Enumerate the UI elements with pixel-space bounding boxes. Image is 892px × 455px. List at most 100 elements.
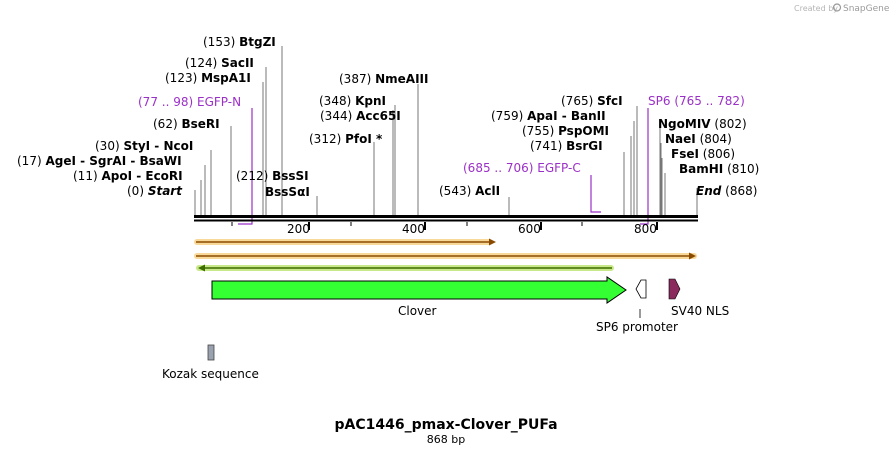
ruler-tick-200: 200 — [287, 222, 310, 236]
site-name: StyI - NcoI — [123, 139, 193, 153]
site-position: (765 .. 782) — [671, 94, 745, 108]
created-by-label: Created by — [794, 4, 838, 13]
site-position: (806) — [699, 147, 735, 161]
site-position: (810) — [723, 162, 759, 176]
site-label-17[interactable]: (741) BsrGI — [530, 139, 603, 153]
ruler-tick-400: 400 — [402, 222, 425, 236]
site-name: AgeI - SgrAI - BsaWI — [45, 154, 181, 168]
site-label-16[interactable]: (685 .. 706) EGFP-C — [463, 161, 581, 175]
site-label-2[interactable]: (17) AgeI - SgrAI - BsaWI — [17, 154, 182, 168]
site-name: BamHI — [679, 162, 723, 176]
site-position: (312) — [309, 132, 345, 146]
primer-binding-markers — [238, 108, 649, 225]
kozak-sequence-label: Kozak sequence — [162, 367, 259, 381]
site-label-20[interactable]: (765) SfcI — [561, 94, 623, 108]
site-name: NmeAIII — [375, 72, 428, 86]
site-name: PspOMI — [558, 124, 609, 138]
site-label-21[interactable]: SP6 (765 .. 782) — [648, 94, 745, 108]
site-label-5[interactable]: (77 .. 98) EGFP-N — [138, 95, 241, 109]
site-label-14[interactable]: (387) NmeAIII — [339, 72, 428, 86]
site-position: (387) — [339, 72, 375, 86]
site-label-1[interactable]: (11) ApoI - EcoRI — [73, 169, 183, 183]
site-name: EGFP-N — [197, 95, 241, 109]
site-name: BseRI — [181, 117, 219, 131]
primer-arrow-forward-1[interactable] — [194, 238, 496, 246]
site-name: BsrGI — [566, 139, 603, 153]
site-leader-lines — [194, 46, 698, 215]
site-label-22[interactable]: NgoMIV (802) — [658, 117, 747, 131]
site-label-8[interactable]: (153) BtgZI — [203, 35, 276, 49]
site-name: EGFP-C — [537, 161, 580, 175]
site-position: (153) — [203, 35, 239, 49]
site-position: (802) — [711, 117, 747, 131]
site-position: (804) — [696, 132, 732, 146]
site-position: (17) — [17, 154, 45, 168]
site-name: Start — [148, 184, 183, 198]
site-position: (348) — [319, 94, 355, 108]
snapgene-logo-icon — [832, 3, 842, 12]
backbone-bottom-strand — [194, 219, 698, 222]
site-name: ApaI - BanII — [527, 109, 606, 123]
ruler-tick-600: 600 — [518, 222, 541, 236]
primer-arrow-forward-2[interactable] — [194, 252, 697, 260]
site-name: ApoI - EcoRI — [101, 169, 182, 183]
sv40-nls-arrow[interactable] — [668, 278, 681, 300]
site-label-11[interactable]: (312) PfoI * — [309, 132, 383, 146]
site-position: (77 .. 98) — [138, 95, 197, 109]
site-name: FseI — [671, 147, 699, 161]
site-name: AclI — [475, 184, 500, 198]
site-label-0[interactable]: (0) Start — [127, 184, 183, 198]
site-label-24[interactable]: FseI (806) — [671, 147, 735, 161]
site-label-7[interactable]: (124) SacII — [185, 56, 254, 70]
site-position: (755) — [522, 124, 558, 138]
site-position: (759) — [491, 109, 527, 123]
site-label-6[interactable]: (123) MspA1I — [165, 71, 251, 85]
site-name: SacII — [221, 56, 254, 70]
site-position: (0) — [127, 184, 148, 198]
site-position: (868) — [721, 184, 757, 198]
site-name: BssSI — [272, 169, 309, 183]
site-label-9[interactable]: (212) BssSI — [236, 169, 309, 183]
site-name: Acc65I — [356, 109, 401, 123]
site-name: End — [696, 184, 722, 198]
site-name: NgoMIV — [658, 117, 711, 131]
site-position: (11) — [73, 169, 101, 183]
plasmid-name: pAC1446_pmax-Clover_PUFa — [334, 417, 557, 433]
site-name: SP6 — [648, 94, 671, 108]
sv40-nls-label: SV40 NLS — [671, 304, 729, 318]
site-name: MspA1I — [201, 71, 251, 85]
site-position: (344) — [320, 109, 356, 123]
kozak-sequence-box[interactable] — [207, 344, 215, 361]
site-name: PfoI * — [345, 132, 383, 146]
snapgene-brand: SnapGene — [843, 4, 890, 14]
site-label-26[interactable]: End (868) — [696, 184, 757, 198]
site-position: (741) — [530, 139, 566, 153]
site-position: (685 .. 706) — [463, 161, 537, 175]
site-label-23[interactable]: NaeI (804) — [665, 132, 732, 146]
site-name: BtgZI — [239, 35, 276, 49]
site-position: (123) — [165, 71, 201, 85]
site-label-25[interactable]: BamHI (810) — [679, 162, 759, 176]
sp6-promoter-arrow[interactable] — [635, 279, 647, 299]
site-name: SfcI — [597, 94, 622, 108]
site-label-4[interactable]: (62) BseRI — [153, 117, 220, 131]
primer-arrow-reverse[interactable] — [196, 264, 614, 272]
site-label-15[interactable]: (543) AclI — [439, 184, 500, 198]
site-position: (212) — [236, 169, 272, 183]
site-label-19[interactable]: (759) ApaI - BanII — [491, 109, 606, 123]
site-label-12[interactable]: (344) Acc65I — [320, 109, 401, 123]
sp6-promoter-label: SP6 promoter — [596, 320, 678, 334]
plasmid-length: 868 bp — [427, 433, 465, 446]
site-position: (543) — [439, 184, 475, 198]
ruler-tick-800: 800 — [634, 222, 657, 236]
site-label-3[interactable]: (30) StyI - NcoI — [95, 139, 193, 153]
site-name: KpnI — [355, 94, 386, 108]
site-position: (30) — [95, 139, 123, 153]
clover-feature-arrow[interactable] — [211, 276, 627, 304]
restriction-site-labels: (0) Start(11) ApoI - EcoRI(17) AgeI - Sg… — [17, 35, 759, 199]
site-label-10[interactable]: BssSαI — [265, 185, 310, 199]
site-label-13[interactable]: (348) KpnI — [319, 94, 386, 108]
site-position: (124) — [185, 56, 221, 70]
site-label-18[interactable]: (755) PspOMI — [522, 124, 609, 138]
